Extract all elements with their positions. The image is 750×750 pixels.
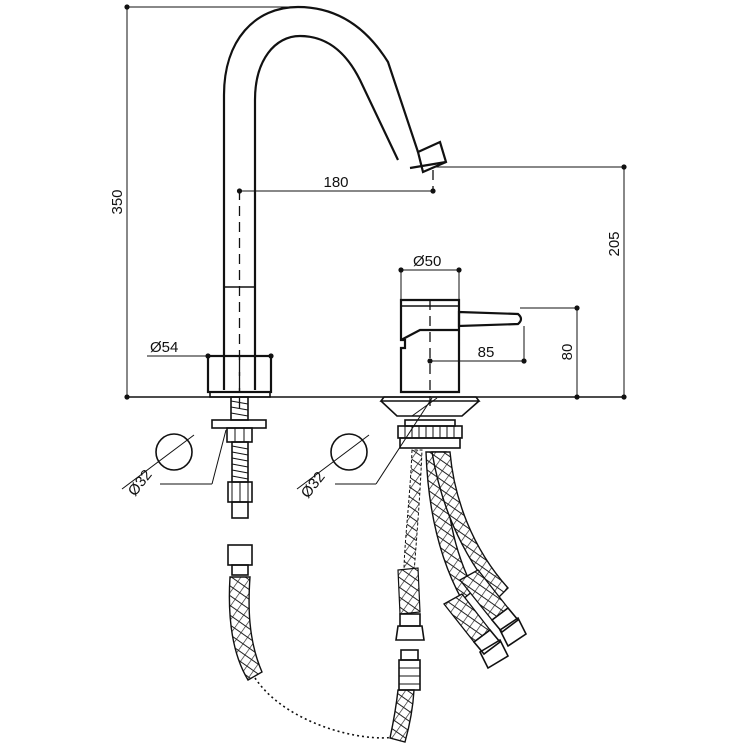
spout (222, 5, 448, 410)
spout-base: Ø54 (147, 339, 274, 398)
dimension-left-hole-label: Ø32 (125, 467, 156, 500)
dimension-handle-height-label: 80 (559, 344, 576, 361)
dimension-spout-base-label: Ø54 (150, 339, 178, 356)
dimension-spout-reach-label: 180 (323, 174, 348, 191)
dimension-handle-length-label: 85 (478, 344, 495, 361)
dimension-total-height: 350 (109, 4, 300, 397)
dimension-right-hole-label: Ø32 (298, 469, 329, 502)
countertop-line (124, 394, 627, 400)
left-braided-hose (227, 544, 421, 743)
left-mounting-shank (211, 396, 267, 519)
dimension-outlet-height-label: 205 (606, 231, 623, 256)
right-braided-hoses (395, 449, 528, 670)
left-hole-indicator: Ø32 (121, 429, 227, 500)
mixer-base (379, 396, 481, 449)
dimension-handle-length: 85 (427, 326, 527, 364)
dimension-spout-reach: 180 (236, 170, 436, 194)
mixer-body: Ø50 (398, 253, 523, 410)
dimension-outlet-height: 205 (436, 164, 627, 397)
dimension-handle-height: 80 (520, 305, 580, 397)
dimension-total-height-label: 350 (109, 189, 126, 214)
dimension-mixer-body-label: Ø50 (413, 253, 441, 270)
